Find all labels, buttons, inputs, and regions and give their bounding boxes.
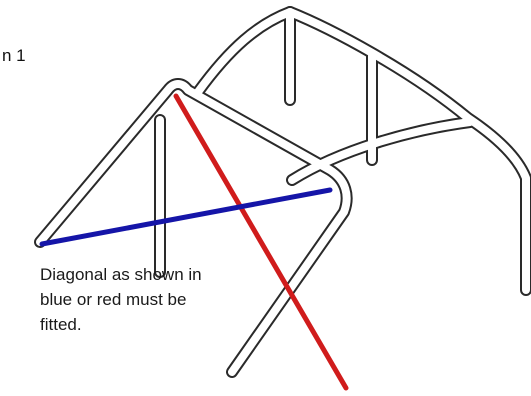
diagram-caption: Diagonal as shown in blue or red must be… [40,262,260,337]
blue-diagonal-tube [39,187,333,247]
caption-line: Diagonal as shown in [40,265,202,284]
cage-tubes-inner [36,8,530,376]
caption-line: blue or red must be [40,290,187,309]
caption-line: fitted. [40,315,82,334]
figure-label: n 1 [2,46,26,65]
red-diagonal-tube [173,93,349,391]
